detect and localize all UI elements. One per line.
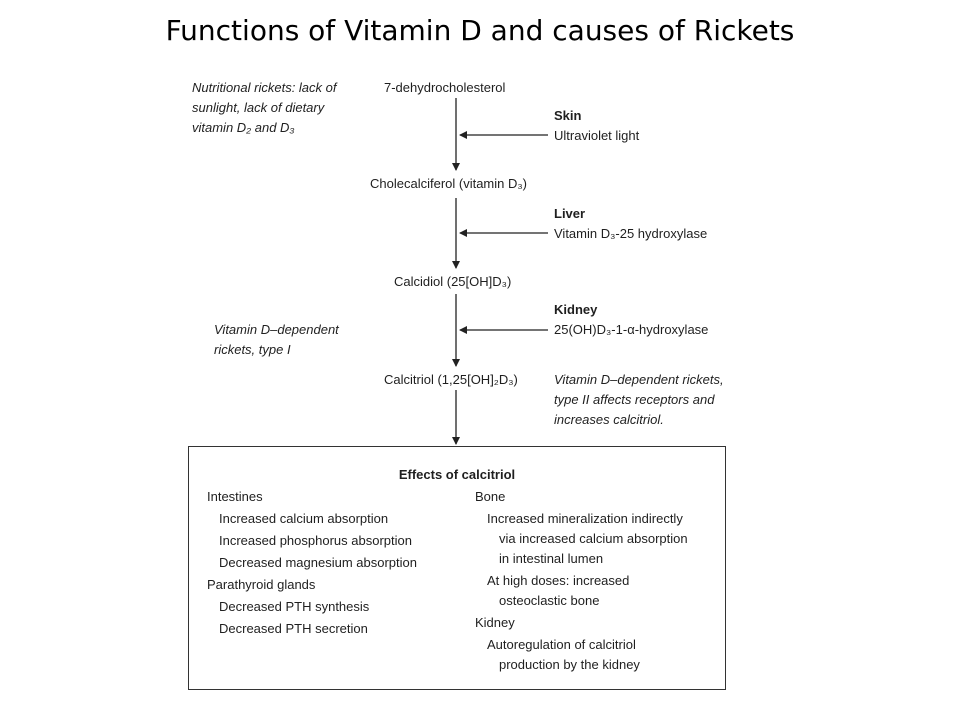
step-7-dehydrocholesterol: 7-dehydrocholesterol xyxy=(384,80,506,95)
effects-bone-line-1: Increased mineralization indirectly xyxy=(487,511,683,526)
effects-box: Effects of calcitriol Intestines Increas… xyxy=(188,446,726,690)
note-type1-line-1: Vitamin D–dependent xyxy=(214,322,339,337)
page-title: Functions of Vitamin D and causes of Ric… xyxy=(165,14,795,47)
effects-intestines-item-1: Increased calcium absorption xyxy=(219,511,389,526)
effects-bone-line-3: in intestinal lumen xyxy=(499,551,604,566)
note-type2-line-2: type II affects receptors and xyxy=(554,392,715,407)
note-type2-line-3: increases calcitriol. xyxy=(554,412,664,427)
organ-liver-agent: Vitamin D₃-25 hydroxylase xyxy=(554,226,708,241)
note-nutritional-line-1: Nutritional rickets: lack of xyxy=(192,80,337,95)
effects-kidney-line-2: production by the kidney xyxy=(499,657,640,672)
effects-bone-line-2: via increased calcium absorption xyxy=(499,531,688,546)
step-calcidiol: Calcidiol (25[OH]D₃) xyxy=(394,274,512,289)
effects-parathyroid-label: Parathyroid glands xyxy=(207,577,316,592)
step-cholecalciferol: Cholecalciferol (vitamin D₃) xyxy=(370,176,528,191)
effects-intestines-item-3: Decreased magnesium absorption xyxy=(219,555,417,570)
effects-kidney-label: Kidney xyxy=(475,615,515,630)
organ-skin-label: Skin xyxy=(554,108,582,123)
effects-parathyroid-item-1: Decreased PTH synthesis xyxy=(219,599,370,614)
note-type1-line-2: rickets, type I xyxy=(214,342,291,357)
organ-kidney-agent: 25(OH)D₃-1-α-hydroxylase xyxy=(554,322,709,337)
note-nutritional-line-3: vitamin D₂ and D₃ xyxy=(192,120,295,135)
effects-bone-line-5: osteoclastic bone xyxy=(499,593,600,608)
effects-bone-line-4: At high doses: increased xyxy=(487,573,630,588)
step-calcitriol: Calcitriol (1,25[OH]₂D₃) xyxy=(384,372,518,387)
effects-intestines-label: Intestines xyxy=(207,489,263,504)
note-type2-line-1: Vitamin D–dependent rickets, xyxy=(554,372,724,387)
note-nutritional-line-2: sunlight, lack of dietary xyxy=(192,100,325,115)
effects-parathyroid-item-2: Decreased PTH secretion xyxy=(219,621,368,636)
organ-liver-label: Liver xyxy=(554,206,586,221)
organ-kidney-label: Kidney xyxy=(554,302,598,317)
organ-skin-agent: Ultraviolet light xyxy=(554,128,640,143)
effects-intestines-item-2: Increased phosphorus absorption xyxy=(219,533,412,548)
effects-kidney-line-1: Autoregulation of calcitriol xyxy=(487,637,636,652)
effects-bone-label: Bone xyxy=(475,489,506,504)
effects-heading: Effects of calcitriol xyxy=(398,467,516,482)
